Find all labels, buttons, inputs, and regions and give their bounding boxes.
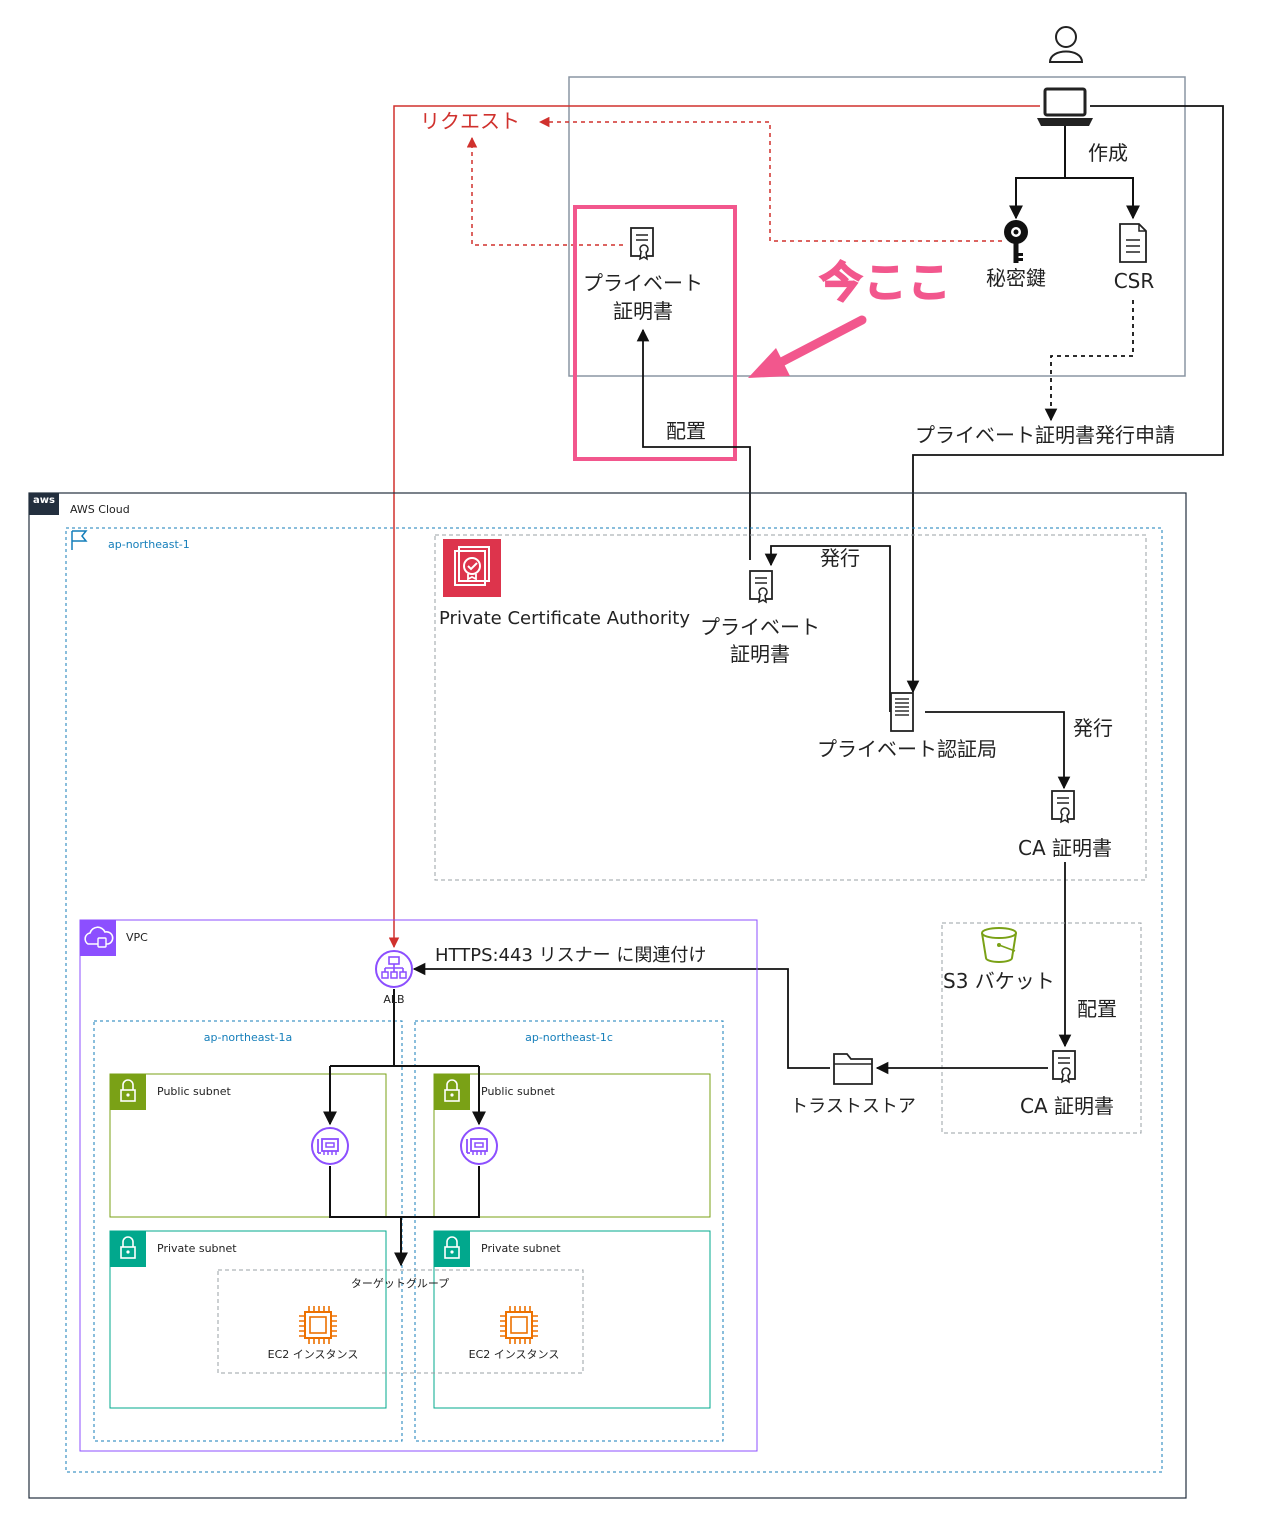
region-label: ap-northeast-1 [108,538,190,551]
az-a-label: ap-northeast-1a [203,1031,293,1044]
s3-label: S3 バケット [943,969,1055,993]
private-subnet-a-label: Private subnet [157,1242,237,1255]
deploy-label-2: 配置 [1077,997,1117,1021]
aws-cloud-label: AWS Cloud [70,503,130,516]
issue-label-2: 発行 [1073,716,1113,740]
deploy-label: 配置 [666,419,706,443]
ec2-a-label: EC2 インスタンス [267,1348,359,1361]
issue-request-label: プライベート証明書発行申請 [915,423,1175,447]
pca-cert-label-line2: 証明書 [730,642,790,666]
issue-label-1: 発行 [820,546,860,570]
pca-box [434,534,1147,881]
client-environment-box [568,76,1186,377]
alb-label: ALB [383,993,405,1006]
vpc-cloud-icon [80,920,116,956]
cert-to-request-dashed [466,136,623,246]
highlight-box [573,205,737,461]
laptop-icon [1037,87,1093,126]
flag-icon [71,530,88,550]
eni-icon [311,1127,349,1165]
public-subnet-c-label: Public subnet [481,1085,555,1098]
az-c-box [414,1020,724,1442]
private-subnet-c-box [433,1230,711,1409]
private-subnet-a-box [109,1230,387,1409]
bucket-icon [981,927,1017,963]
private-key-label: 秘密鍵 [986,266,1046,290]
s3-box [941,922,1142,1134]
highlight-arrow [765,315,867,373]
server-icon [890,692,914,732]
ec2-chip-icon [298,1305,338,1345]
aws-cloud-box [28,492,1187,1499]
user-icon [1048,26,1084,63]
ca-cert-label: CA 証明書 [1017,836,1113,860]
certificate-icon [1052,1050,1076,1083]
public-subnet-a-box [109,1073,387,1218]
target-group-box [217,1269,584,1374]
listener-label: HTTPS:443 リスナー に関連付け [435,945,707,966]
certificate-icon [630,227,654,260]
certificate-icon [749,570,773,603]
aws-logo: aws [29,493,59,515]
s3-ca-cert-label: CA 証明書 [1019,1094,1115,1118]
key-icon [1004,220,1028,263]
certificate-icon [1051,790,1075,823]
ec2-c-label: EC2 インスタンス [468,1348,560,1361]
vpc-label: VPC [126,931,148,944]
create-label: 作成 [1088,141,1128,165]
pca-icon [443,539,501,597]
ec2-chip-icon [499,1305,539,1345]
vpc-box [79,919,758,1452]
you-are-here-label: 今ここ [819,257,953,308]
request-label: リクエスト [420,109,520,133]
alb-icon [375,950,413,988]
pca-title: Private Certificate Authority [439,608,691,629]
public-subnet-a-label: Public subnet [157,1085,231,1098]
eni-icon [460,1127,498,1165]
pca-cert-label-line1: プライベート [700,615,820,639]
public-subnet-c-box [433,1073,711,1218]
truststore-label: トラストストア [790,1096,916,1117]
private-subnet-c-label: Private subnet [481,1242,561,1255]
key-to-request-dashed [538,116,1002,242]
csr-label: CSR [1113,269,1155,293]
folder-icon [833,1053,873,1085]
region-box [65,527,1163,1473]
target-group-label: ターゲットグループ [350,1277,450,1290]
az-c-label: ap-northeast-1c [525,1031,613,1044]
document-icon [1119,223,1147,263]
private-ca-label: プライベート認証局 [817,737,997,761]
request-line [388,105,1040,949]
private-cert-label-line1: プライベート [583,271,703,295]
private-cert-label-line2: 証明書 [613,299,673,323]
